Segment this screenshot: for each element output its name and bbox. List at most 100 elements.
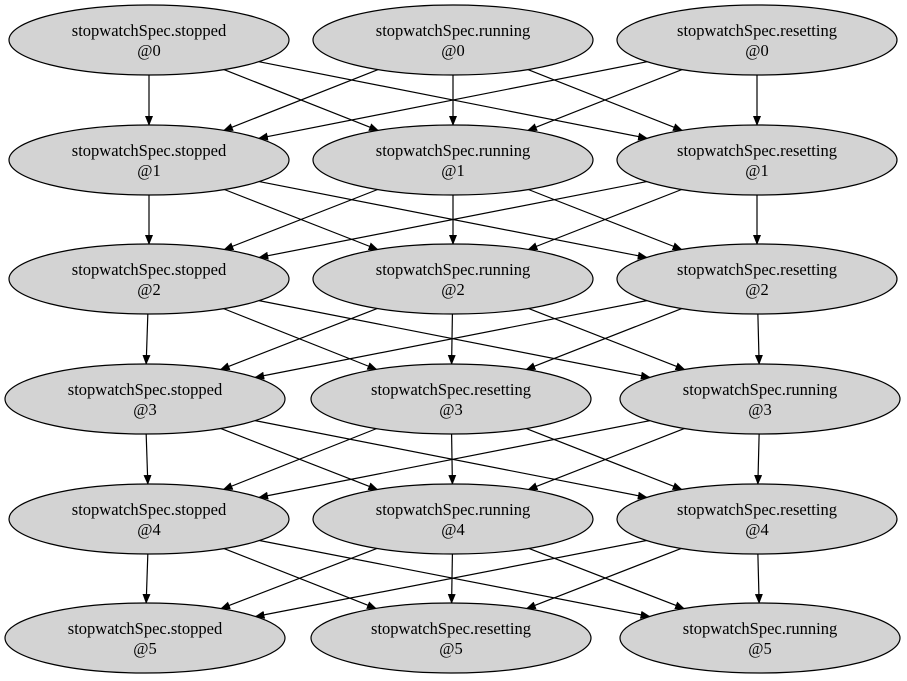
state-step-label: @0 [137,41,160,60]
edge-r2c2-to-r3c2 [754,313,763,366]
state-name-label: stopwatchSpec.running [376,141,530,160]
state-step-label: @5 [133,639,156,658]
state-step-label: @1 [137,161,160,180]
nodes: stopwatchSpec.stopped@0stopwatchSpec.run… [4,4,901,674]
state-node-r1c1: stopwatchSpec.running@1 [312,124,594,196]
state-node-r1c0: stopwatchSpec.stopped@1 [8,124,290,196]
state-node-shape [8,4,290,76]
state-node-shape [4,602,286,674]
state-name-label: stopwatchSpec.stopped [68,619,223,638]
edge-r3c1-to-r4c0 [222,428,377,490]
edge-r2c0-to-r3c0 [142,313,151,366]
state-node-shape [8,483,290,555]
state-name-label: stopwatchSpec.stopped [72,260,227,279]
state-node-shape [8,124,290,196]
edge-r4c2-to-r5c2 [754,553,763,605]
edges [142,61,763,619]
state-name-label: stopwatchSpec.stopped [68,380,223,399]
state-node-r3c1: stopwatchSpec.resetting@3 [310,363,592,435]
state-node-shape [616,243,898,315]
edge-r3c1-to-r4c2 [526,427,683,491]
edge-r4c2-to-r5c1 [525,547,682,610]
edge-r4c1-to-r5c2 [528,547,686,610]
state-node-r2c1: stopwatchSpec.running@2 [312,243,594,315]
state-node-shape [619,602,901,674]
edge-r4c0-to-r5c0 [142,553,151,605]
state-node-r4c0: stopwatchSpec.stopped@4 [8,483,290,555]
edge-r3c0-to-r4c0 [143,433,152,486]
edge-r3c2-to-r4c0 [258,420,651,500]
state-step-label: @0 [745,41,768,60]
state-name-label: stopwatchSpec.resetting [677,21,837,40]
state-name-label: stopwatchSpec.resetting [677,500,837,519]
edge-r2c0-to-r3c2 [258,300,651,380]
state-name-label: stopwatchSpec.resetting [677,141,837,160]
state-name-label: stopwatchSpec.stopped [72,141,227,160]
state-name-label: stopwatchSpec.stopped [72,21,227,40]
state-name-label: stopwatchSpec.running [376,260,530,279]
state-node-r3c0: stopwatchSpec.stopped@3 [4,363,286,435]
state-node-r2c2: stopwatchSpec.resetting@2 [616,243,898,315]
state-node-shape [4,363,286,435]
state-name-label: stopwatchSpec.running [376,21,530,40]
state-node-shape [312,124,594,196]
state-node-shape [312,4,594,76]
state-step-label: @1 [745,161,768,180]
edge-r0c2-to-r1c0 [257,61,648,141]
state-node-r0c0: stopwatchSpec.stopped@0 [8,4,290,76]
state-node-shape [310,602,592,674]
state-step-label: @5 [439,639,462,658]
state-node-shape [616,483,898,555]
state-name-label: stopwatchSpec.running [683,380,837,399]
state-node-r0c1: stopwatchSpec.running@0 [312,4,594,76]
state-node-shape [616,4,898,76]
edge-r4c2-to-r5c0 [254,539,647,619]
state-name-label: stopwatchSpec.resetting [371,619,531,638]
state-node-shape [310,363,592,435]
edge-r3c2-to-r4c1 [527,427,685,491]
state-node-r4c2: stopwatchSpec.resetting@4 [616,483,898,555]
edge-r3c0-to-r4c2 [255,420,648,500]
edge-r0c1-to-r1c0 [222,69,379,131]
edge-r1c1-to-r2c0 [223,188,378,251]
edge-r2c2-to-r3c0 [254,300,647,380]
state-name-label: stopwatchSpec.running [376,500,530,519]
state-step-label: @4 [745,520,768,539]
state-node-r0c2: stopwatchSpec.resetting@0 [616,4,898,76]
state-node-r3c2: stopwatchSpec.running@3 [619,363,901,435]
state-node-r1c2: stopwatchSpec.resetting@1 [616,124,898,196]
state-step-label: @3 [439,400,462,419]
edge-r1c2-to-r2c0 [258,180,647,260]
state-name-label: stopwatchSpec.stopped [72,500,227,519]
edge-r2c1-to-r3c0 [219,307,378,371]
edge-r3c2-to-r4c2 [754,433,763,486]
edge-r4c1-to-r5c0 [220,547,378,610]
edge-r0c2-to-r1c1 [526,69,683,131]
state-step-label: @2 [745,280,768,299]
state-node-r5c0: stopwatchSpec.stopped@5 [4,602,286,674]
state-step-label: @3 [133,400,156,419]
state-node-shape [616,124,898,196]
state-node-shape [312,483,594,555]
state-name-label: stopwatchSpec.resetting [677,260,837,279]
state-step-label: @2 [441,280,464,299]
state-step-label: @3 [748,400,771,419]
edge-r1c2-to-r2c1 [527,188,682,251]
state-step-label: @5 [748,639,771,658]
state-step-label: @0 [441,41,464,60]
state-node-r5c1: stopwatchSpec.resetting@5 [310,602,592,674]
state-node-shape [312,243,594,315]
state-node-shape [619,363,901,435]
state-name-label: stopwatchSpec.running [683,619,837,638]
state-node-r4c1: stopwatchSpec.running@4 [312,483,594,555]
state-step-label: @1 [441,161,464,180]
state-name-label: stopwatchSpec.resetting [371,380,531,399]
state-node-r2c0: stopwatchSpec.stopped@2 [8,243,290,315]
state-step-label: @4 [441,520,464,539]
edge-r2c2-to-r3c1 [525,307,682,371]
state-node-r5c2: stopwatchSpec.running@5 [619,602,901,674]
state-step-label: @2 [137,280,160,299]
state-node-shape [8,243,290,315]
edge-r2c1-to-r3c2 [528,307,686,371]
